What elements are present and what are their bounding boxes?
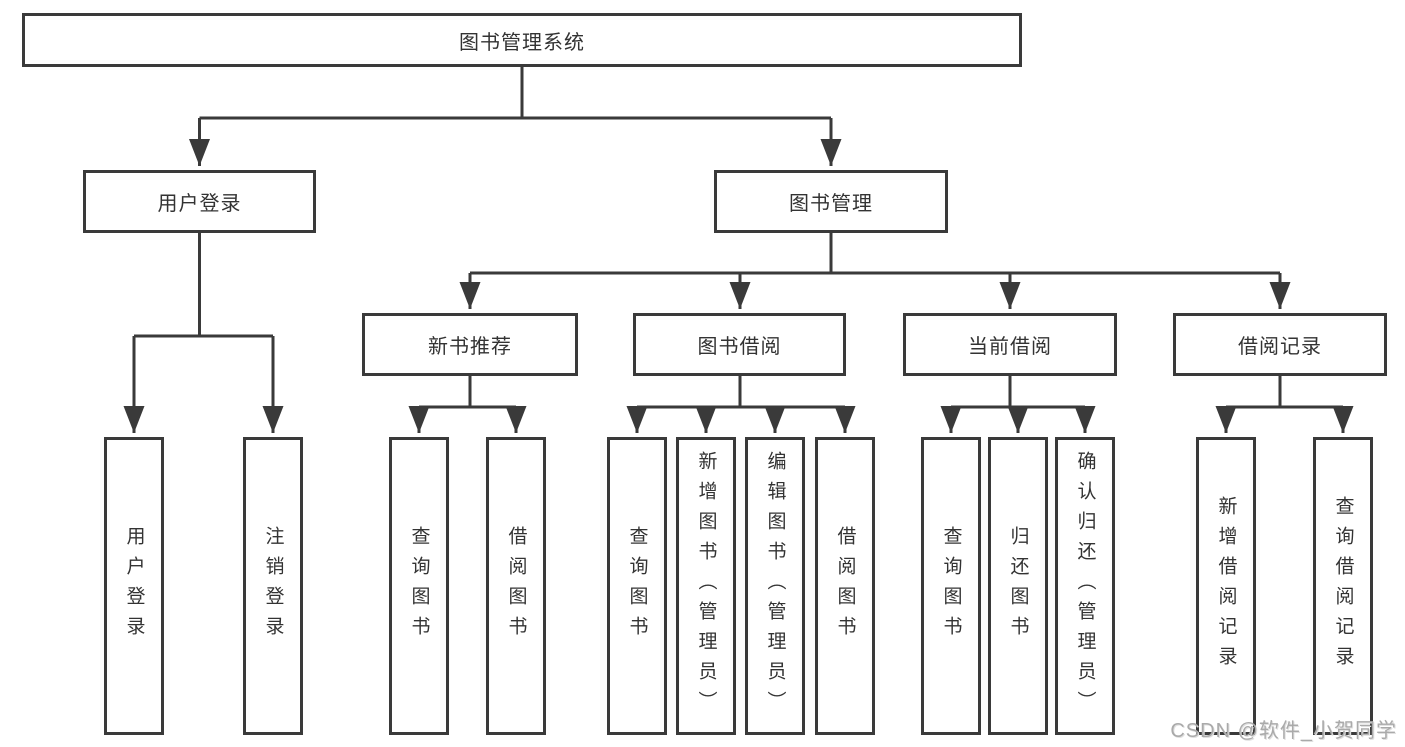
- node-user-login: 用户登录: [83, 170, 316, 233]
- leaf-label: 查询图书: [940, 526, 962, 646]
- node-root: 图书管理系统: [22, 13, 1022, 67]
- leaf-borrow-add-books-admin: 新增图书（管理员）: [676, 437, 736, 735]
- leaf-borrow-query-books: 查询图书: [607, 437, 667, 735]
- leaf-label: 确认归还（管理员）: [1074, 451, 1096, 721]
- node-borrowing-records: 借阅记录: [1173, 313, 1387, 376]
- leaf-borrow-edit-books-admin: 编辑图书（管理员）: [745, 437, 805, 735]
- leaf-label: 借阅图书: [834, 526, 856, 646]
- leaf-label: 查询图书: [626, 526, 648, 646]
- leaf-current-return-books: 归还图书: [988, 437, 1048, 735]
- leaf-current-confirm-return-admin: 确认归还（管理员）: [1055, 437, 1115, 735]
- leaf-label: 用户登录: [123, 526, 145, 646]
- node-book-borrowing: 图书借阅: [633, 313, 846, 376]
- leaf-label: 归还图书: [1007, 526, 1029, 646]
- leaf-label: 注销登录: [262, 526, 284, 646]
- leaf-records-add-record: 新增借阅记录: [1196, 437, 1256, 735]
- csdn-watermark: CSDN @软件_小贺同学: [1170, 720, 1397, 742]
- leaf-rec-borrow-books: 借阅图书: [486, 437, 546, 735]
- leaf-current-query-books: 查询图书: [921, 437, 981, 735]
- leaf-label: 编辑图书（管理员）: [764, 451, 786, 721]
- leaf-logout: 注销登录: [243, 437, 303, 735]
- leaf-label: 新增图书（管理员）: [695, 451, 717, 721]
- leaf-label: 查询图书: [408, 526, 430, 646]
- leaf-records-query-record: 查询借阅记录: [1313, 437, 1373, 735]
- leaf-label: 查询借阅记录: [1332, 496, 1354, 676]
- leaf-borrow-borrow-books: 借阅图书: [815, 437, 875, 735]
- leaf-rec-query-books: 查询图书: [389, 437, 449, 735]
- leaf-label: 借阅图书: [505, 526, 527, 646]
- node-current-borrowing: 当前借阅: [903, 313, 1117, 376]
- leaf-user-login: 用户登录: [104, 437, 164, 735]
- node-new-book-recommend: 新书推荐: [362, 313, 578, 376]
- leaf-label: 新增借阅记录: [1215, 496, 1237, 676]
- node-book-management: 图书管理: [714, 170, 948, 233]
